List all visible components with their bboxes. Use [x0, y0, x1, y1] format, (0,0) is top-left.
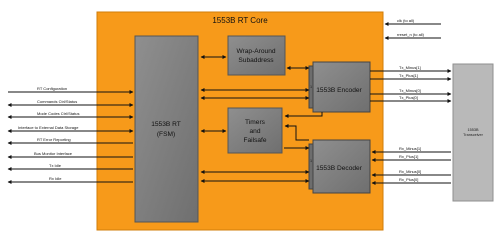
decoder-side-label: 1 [310, 159, 312, 163]
rt-fsm-label: 1553B RT [151, 121, 181, 128]
tx-idle-label: Tx Idle [49, 163, 62, 168]
rx-idle-label: Rx Idle [49, 176, 62, 181]
mode-codes-label: Mode Codes Ctrl/Status [37, 111, 79, 116]
diagram-svg: 1553B RT Core 1553B Transceiver 1553B RT… [7, 11, 494, 231]
external-storage-label: Interface to External Data Storage [18, 125, 79, 130]
rx-minus-1-label: Rx_Minus[1] [399, 146, 421, 151]
rt-error-label: RT Error Reporting [37, 137, 71, 142]
decoder-label: 1553B Decoder [316, 165, 363, 172]
wrap-around-label: Wrap-Around [236, 48, 275, 55]
diagram-canvas: 1553B RT Core 1553B Transceiver 1553B RT… [7, 11, 494, 231]
rt-fsm-block [134, 35, 199, 223]
transceiver-label: 1553B [468, 128, 479, 132]
tx-plus-0-label: Tx_Plus[0] [399, 95, 418, 100]
rx-minus-0-label: Rx_Minus[0] [399, 169, 421, 174]
encoder-block [312, 61, 371, 113]
tx-minus-0-label: Tx_Minus[0] [399, 88, 421, 93]
wrap-around-label-2: Subaddress [238, 57, 274, 64]
encoder-side-label: 1 [310, 85, 312, 89]
encoder-label: 1553B Encoder [316, 87, 362, 94]
tx-plus-1-label: Tx_Plus[1] [399, 73, 418, 78]
rx-plus-0-label: Rx_Plus[0] [399, 177, 418, 182]
transceiver-block [452, 63, 494, 202]
reset-label: rreset_n (to all) [397, 32, 425, 37]
rt-configuration-label: RT Configuration [37, 86, 67, 91]
timers-label: Timers [245, 119, 266, 126]
timers-failsafe-block [227, 107, 283, 154]
rt-fsm-label-2: (FSM) [157, 131, 175, 138]
transceiver-label-2: Transceiver [463, 133, 483, 137]
clk-label: clk (to all) [397, 18, 415, 23]
core-title: 1553B RT Core [212, 16, 268, 25]
wrap-around-block [227, 35, 286, 76]
decoder-block [312, 139, 371, 194]
bus-monitor-label: Bus Monitor Interface [34, 151, 73, 156]
encoder-timers-link [284, 112, 323, 118]
timers-label-2: and [249, 128, 260, 135]
commands-label: Commands Ctrl/Status [37, 99, 77, 104]
rx-plus-1-label: Rx_Plus[1] [399, 154, 418, 159]
timers-label-3: Failsafe [243, 137, 266, 144]
tx-minus-1-label: Tx_Minus[1] [399, 65, 421, 70]
decoder-timers-link [284, 124, 309, 141]
